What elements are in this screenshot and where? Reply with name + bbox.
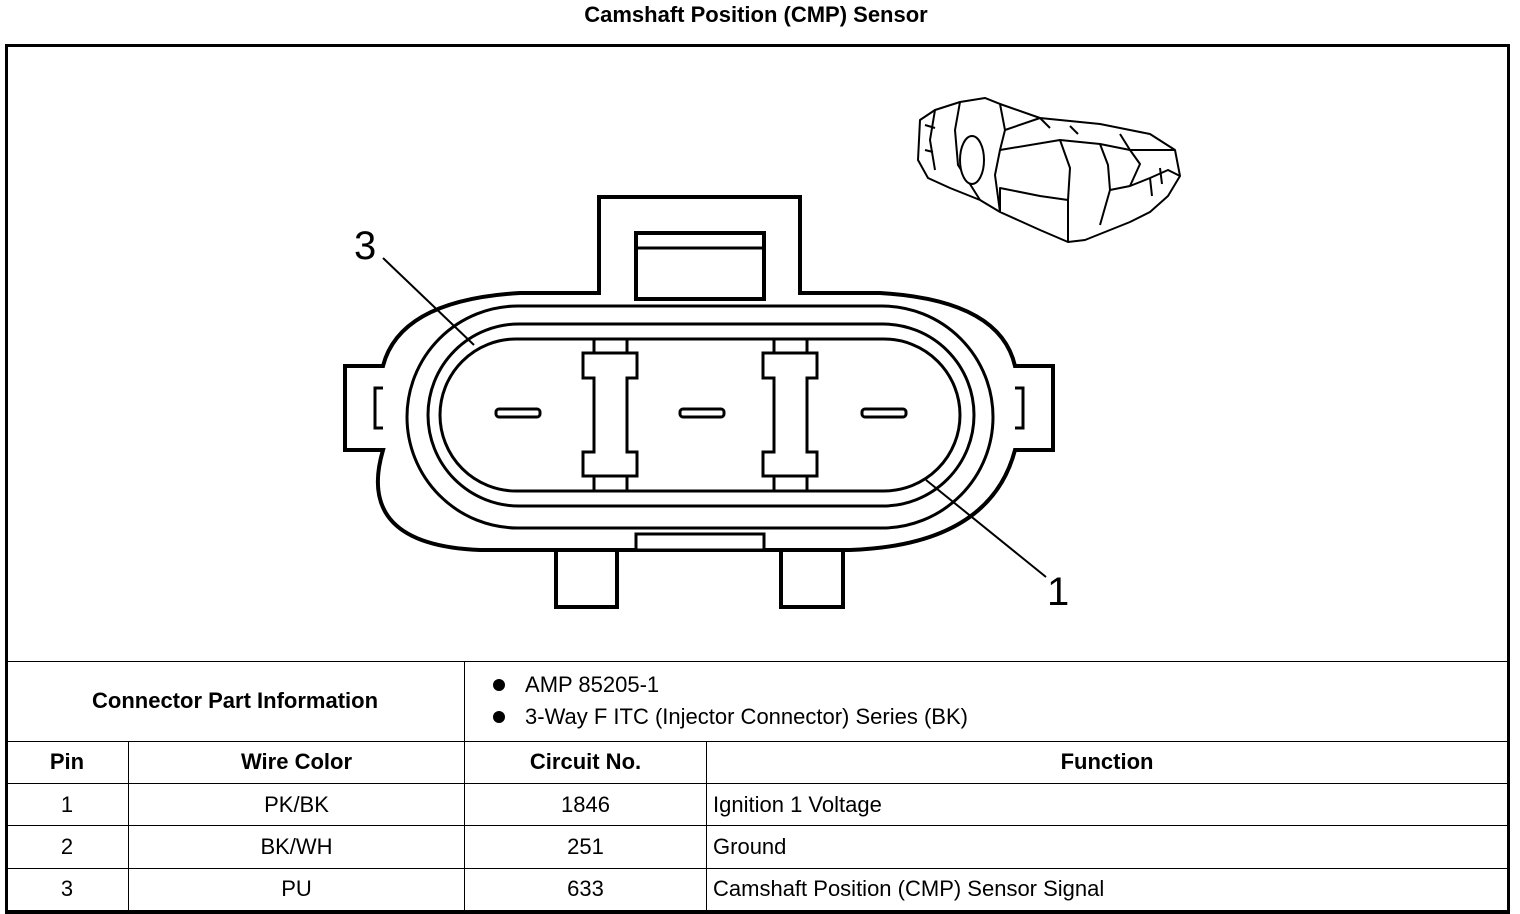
callout-1-leader [925,479,1047,578]
connector-info-table: Connector Part Information AMP 85205-1 3… [4,661,1509,912]
part-info-item: AMP 85205-1 [493,669,1501,701]
table-row: 2 BK/WH 251 Ground [5,825,1509,869]
bottom-leg-right [779,550,845,609]
cell-function: Ground [706,825,1509,869]
pin-3-terminal [494,407,542,419]
connector-part-info-row: Connector Part Information AMP 85205-1 3… [4,661,1509,742]
callout-3-label: 3 [354,224,376,268]
middle-seal-ring [426,322,976,508]
cell-pin: 3 [5,867,129,912]
outer-seal-ring [405,304,995,530]
part-info-text: AMP 85205-1 [525,672,660,698]
diagram-frame [5,44,1510,914]
cell-circuit: 1846 [464,782,708,827]
cell-wire-color: PK/BK [127,782,466,827]
header-wire-color: Wire Color [127,740,466,784]
connector-3d-illustration [917,97,1181,243]
locking-tab [634,231,766,301]
callout-3-leader [382,257,475,346]
header-function: Function [706,740,1509,784]
connector-housing-outline [343,195,1055,552]
connector-part-info-label: Connector Part Information [4,661,466,742]
cell-function: Camshaft Position (CMP) Sensor Signal [706,867,1509,912]
callout-1-label: 1 [1047,570,1069,614]
bullet-icon [493,679,506,692]
header-pin: Pin [5,740,129,784]
terminal-divider-right [761,339,819,491]
cell-circuit: 251 [464,825,708,869]
pin-1-terminal [860,407,908,419]
terminal-divider-left [581,339,639,491]
cell-circuit: 633 [464,867,708,912]
part-info-text: 3-Way F ITC (Injector Connector) Series … [525,704,968,730]
cell-wire-color: BK/WH [127,825,466,869]
part-info-item: 3-Way F ITC (Injector Connector) Series … [493,701,1501,733]
bullet-icon [493,711,506,724]
connector-diagram: 3 1 [343,97,1181,614]
bottom-leg-left [554,550,619,609]
cell-function: Ignition 1 Voltage [706,782,1509,827]
connector-part-info-values: AMP 85205-1 3-Way F ITC (Injector Connec… [464,661,1509,742]
terminal-cavity [438,337,962,493]
table-row: 3 PU 633 Camshaft Position (CMP) Sensor … [5,867,1509,912]
pin-2-terminal [678,407,726,419]
cell-pin: 2 [5,825,129,869]
header-circuit-no: Circuit No. [464,740,708,784]
table-header-row: Pin Wire Color Circuit No. Function [5,740,1509,784]
cell-pin: 1 [5,782,129,827]
table-row: 1 PK/BK 1846 Ignition 1 Voltage [5,782,1509,827]
page-title: Camshaft Position (CMP) Sensor [584,2,928,27]
cell-wire-color: PU [127,867,466,912]
